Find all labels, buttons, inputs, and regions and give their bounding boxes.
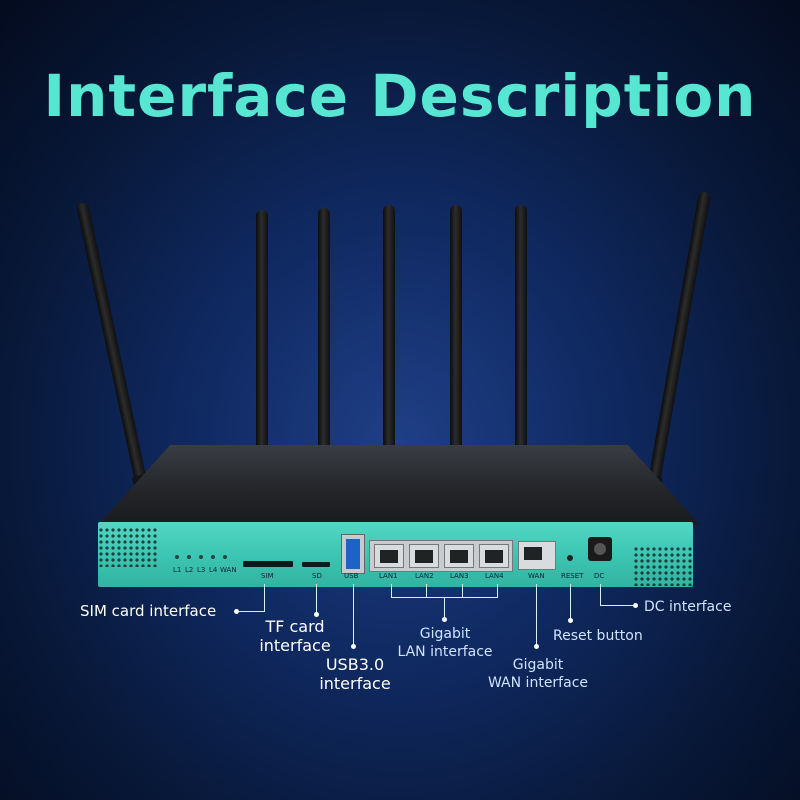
- led-label-l1: L1: [173, 566, 182, 574]
- port-label-lan3: LAN3: [450, 572, 469, 580]
- antenna-4: [381, 205, 397, 466]
- decor-pattern-left: [98, 527, 158, 567]
- antenna-3: [316, 208, 332, 464]
- sim-slot: [243, 561, 293, 567]
- led-label-l2: L2: [185, 566, 194, 574]
- lan-port-3: [444, 544, 474, 568]
- port-label-sim: SIM: [261, 572, 274, 580]
- usb-port: [341, 534, 365, 574]
- callout-sim: SIM card interface: [80, 602, 217, 620]
- page-title: Interface Description: [43, 62, 757, 130]
- led-label-l3: L3: [197, 566, 206, 574]
- router-top-panel: [98, 445, 700, 525]
- callout-tf-line1: TF card: [265, 617, 325, 636]
- callout-wan-line2: WAN interface: [487, 675, 589, 691]
- callout-tf: TF card interface: [255, 617, 335, 655]
- lan-port-4: [479, 544, 509, 568]
- callout-wan-line1: Gigabit: [512, 657, 564, 673]
- wan-port: [518, 541, 556, 570]
- port-label-lan1: LAN1: [379, 572, 398, 580]
- callout-usb: USB3.0 interface: [310, 655, 400, 693]
- lan-port-2: [409, 544, 439, 568]
- sd-slot: [302, 562, 330, 567]
- port-label-dc: DC: [594, 572, 605, 580]
- port-label-lan4: LAN4: [485, 572, 504, 580]
- port-label-usb: USB: [344, 572, 359, 580]
- callout-usb-line1: USB3.0: [325, 655, 385, 674]
- dc-jack: [588, 537, 612, 561]
- callout-lan: Gigabit LAN interface: [385, 625, 505, 661]
- port-label-sd: SD: [312, 572, 322, 580]
- callout-tf-line2: interface: [259, 636, 331, 655]
- decor-pattern-right: [633, 546, 693, 586]
- port-label-lan2: LAN2: [415, 572, 434, 580]
- callout-lan-line1: Gigabit: [419, 626, 471, 642]
- callout-wan: Gigabit WAN interface: [478, 656, 598, 692]
- antenna-5: [448, 205, 464, 466]
- callout-lan-line2: LAN interface: [397, 644, 493, 660]
- reset-button: [567, 555, 573, 561]
- antenna-1: [75, 201, 152, 495]
- lan-port-1: [374, 544, 404, 568]
- led-label-wan: WAN: [220, 566, 237, 574]
- callout-dc: DC interface: [644, 599, 732, 615]
- antenna-2: [254, 210, 270, 466]
- callout-usb-line2: interface: [319, 674, 391, 693]
- port-label-wan: WAN: [528, 572, 545, 580]
- callout-reset: Reset button: [553, 628, 643, 644]
- port-label-reset: RESET: [561, 572, 584, 580]
- antenna-6: [513, 205, 529, 466]
- led-label-l4: L4: [209, 566, 218, 574]
- antenna-7: [644, 191, 711, 496]
